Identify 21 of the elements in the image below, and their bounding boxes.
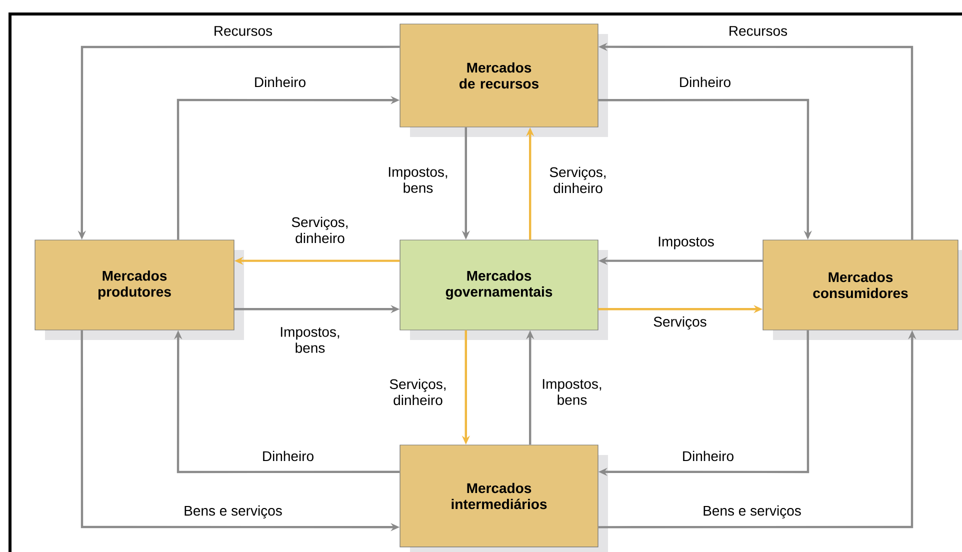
- edge-label: Serviços, dinheiro: [286, 216, 354, 244]
- edge-label: Serviços, dinheiro: [384, 378, 452, 406]
- market-box: Mercados de recursos: [400, 24, 608, 137]
- edge-label: Dinheiro: [260, 450, 316, 462]
- edge-label: Dinheiro: [678, 76, 732, 88]
- edge-label: Bens e serviços: [702, 504, 802, 520]
- edge-label: Recursos: [727, 25, 789, 37]
- edge-label: Serviços: [652, 315, 708, 331]
- edge-label: Recursos: [212, 25, 274, 37]
- edge-label: Impostos: [656, 236, 716, 250]
- edge-label: Dinheiro: [680, 450, 736, 462]
- market-box: Mercados governamentais: [400, 240, 608, 340]
- market-box: Mercados intermediários: [400, 444, 608, 552]
- edge-label: Dinheiro: [252, 76, 308, 88]
- edge-label: Impostos, bens: [276, 326, 344, 354]
- edge-label: Impostos, bens: [538, 378, 606, 406]
- edge-label: Bens e serviços: [182, 504, 284, 520]
- edge-label: Impostos, bens: [384, 166, 452, 194]
- edge-label: Serviços, dinheiro: [544, 166, 612, 194]
- market-box: Mercados consumidores: [762, 240, 962, 340]
- market-box: Mercados produtores: [34, 240, 244, 340]
